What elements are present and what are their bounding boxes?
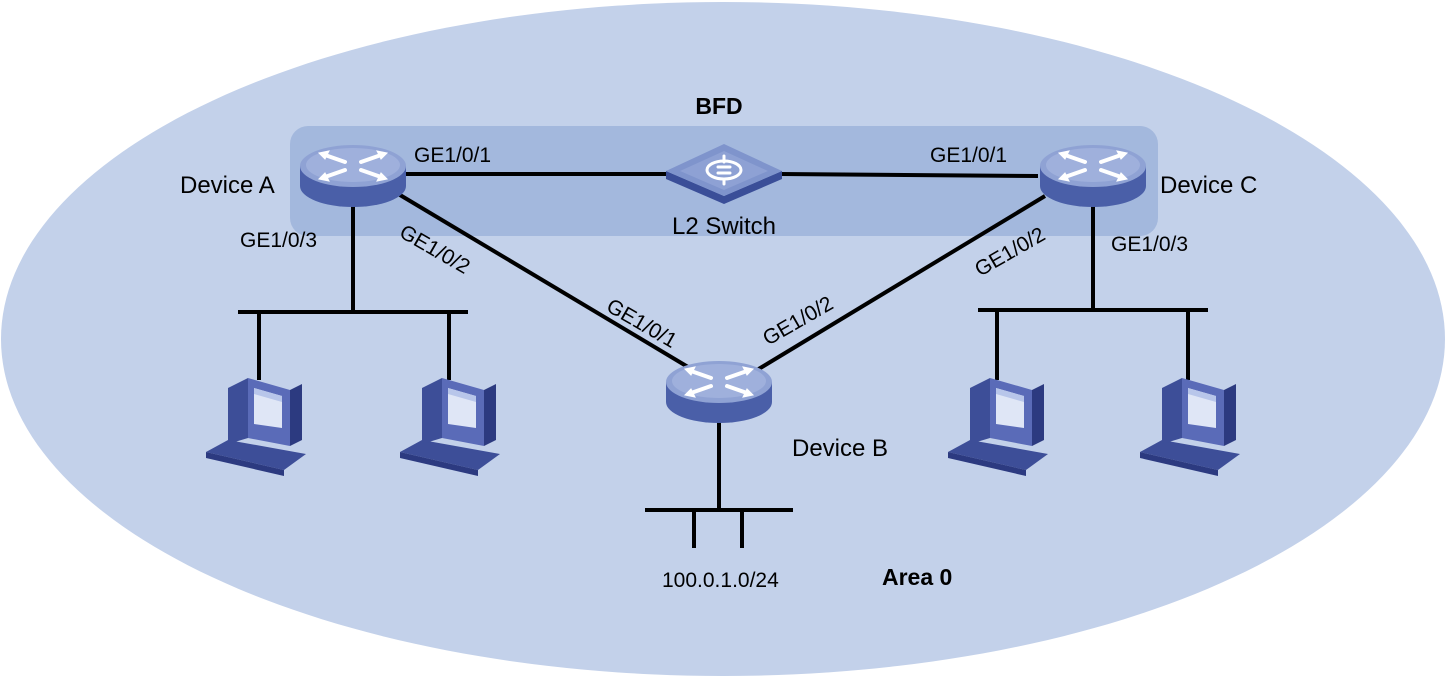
port-c-ge1: GE1/0/1: [930, 144, 1007, 167]
router-icon: [664, 359, 774, 425]
port-a-ge3: GE1/0/3: [240, 229, 317, 252]
l2-switch-label: L2 Switch: [672, 213, 776, 240]
subnet-label: 100.0.1.0/24: [662, 569, 779, 592]
link-c-b: [755, 194, 1047, 372]
device-c-label: Device C: [1160, 172, 1257, 199]
device-b[interactable]: [664, 359, 774, 425]
links: [238, 172, 1208, 548]
device-a[interactable]: [298, 143, 408, 209]
device-b-label: Device B: [792, 435, 888, 462]
router-icon: [1038, 143, 1148, 209]
bfd-label: BFD: [695, 93, 742, 119]
port-a-ge1: GE1/0/1: [414, 144, 491, 167]
port-c-ge3: GE1/0/3: [1111, 233, 1188, 256]
device-a-label: Device A: [180, 172, 275, 199]
router-icon: [298, 143, 408, 209]
area-label: Area 0: [882, 564, 952, 590]
link-a-b: [393, 190, 695, 372]
link-switch-c: [779, 172, 1039, 178]
device-c[interactable]: [1038, 143, 1148, 209]
